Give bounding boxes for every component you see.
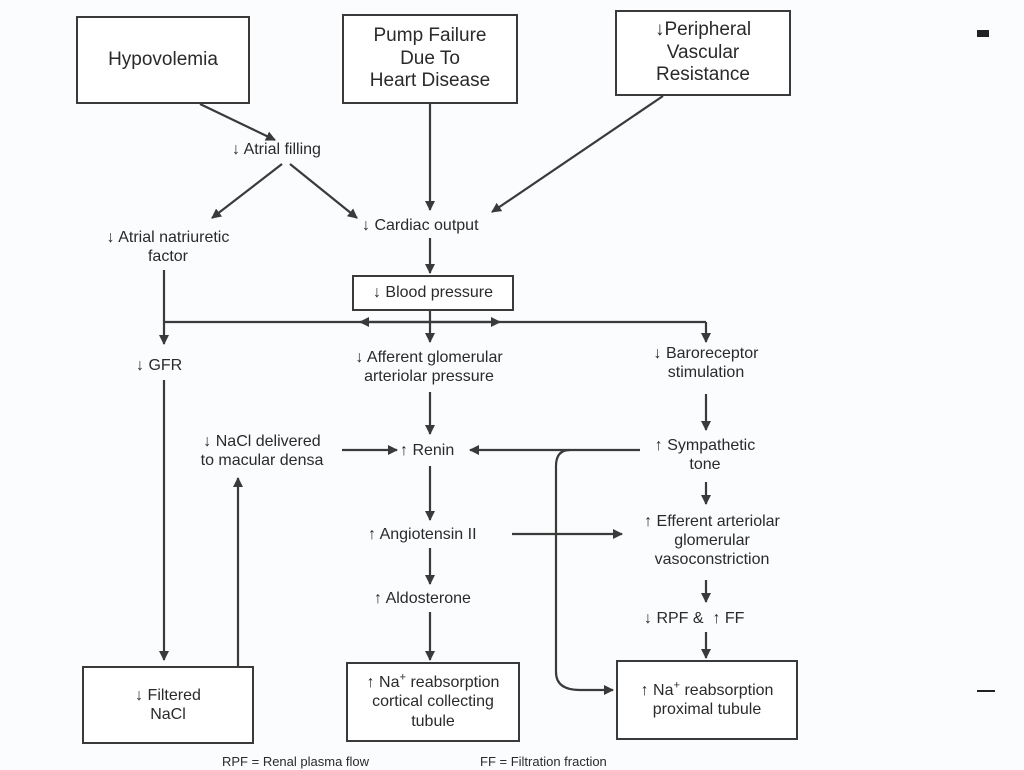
arrow-symp-proximal [554, 448, 614, 695]
box-filtered-nacl: ↓ Filtered NaCl [82, 666, 254, 744]
label-sympathetic-tone: ↑ Sympathetic tone [654, 437, 756, 474]
label-nacl-delivered: ↓ NaCl delivered to macular densa [200, 433, 324, 470]
box-peripheral-resistance: ↓Peripheral Vascular Resistance [615, 10, 791, 96]
hypovolemia-text: Hypovolemia [108, 48, 218, 70]
box-na-reabsorption-proximal: ↑ Na+ reabsorption proximal tubule [616, 660, 798, 740]
label-atrial-filling: ↓ Atrial filling [232, 141, 321, 158]
label-atrial-natriuretic-factor: ↓ Atrial natriuretic factor [106, 229, 230, 266]
box-hypovolemia: Hypovolemia [76, 16, 250, 104]
box-blood-pressure: ↓ Blood pressure [352, 275, 514, 311]
slide-bullet-mark [977, 30, 989, 37]
label-aldosterone: ↑ Aldosterone [374, 590, 471, 607]
arrow-peripheral-cardiac [491, 95, 664, 213]
label-rpf-ff: ↓ RPF & ↑ FF [644, 610, 745, 627]
label-cardiac-output: ↓ Cardiac output [362, 217, 479, 234]
box-na-reabsorption-cortical: ↑ Na+ reabsorption cortical collecting t… [346, 662, 520, 742]
slide-dash-mark [977, 690, 995, 692]
label-gfr: ↓ GFR [136, 357, 183, 374]
arrow-hypovolemia-atrial [199, 103, 276, 141]
label-efferent-vasoconstriction: ↑ Efferent arteriolar glomerular vasocon… [644, 513, 780, 569]
label-baroreceptor: ↓ Baroreceptor stimulation [653, 345, 759, 382]
footer-ff-definition: FF = Filtration fraction [480, 754, 607, 769]
footer-rpf-definition: RPF = Renal plasma flow [222, 754, 370, 769]
box-pump-failure: Pump Failure Due To Heart Disease [342, 14, 518, 104]
label-afferent-pressure: ↓ Afferent glomerular arteriolar pressur… [355, 349, 503, 386]
label-renin: ↑ Renin [400, 442, 455, 459]
label-angiotensin: ↑ Angiotensin II [368, 526, 477, 543]
arrow-atrial-cardiac [289, 163, 358, 219]
arrow-atrial-anf [211, 163, 283, 219]
